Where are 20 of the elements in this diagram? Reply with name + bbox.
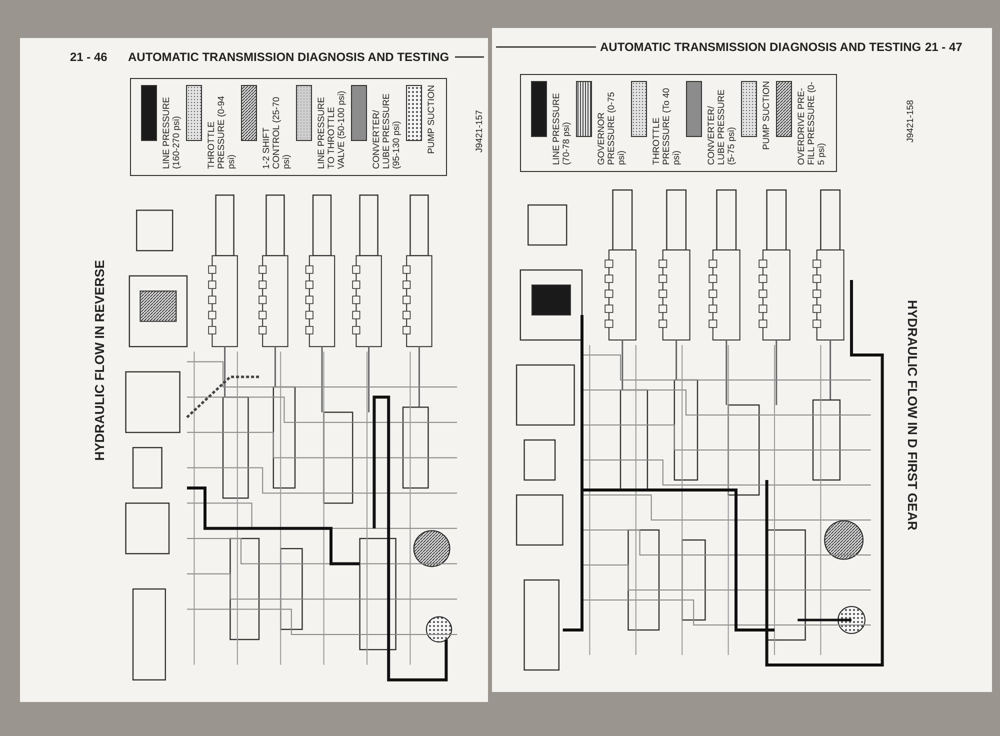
figure-number: J9421-157 bbox=[474, 110, 484, 153]
running-header: AUTOMATIC TRANSMISSION DIAGNOSIS AND TESTING bbox=[600, 40, 922, 54]
legend-text: 1-2 SHIFT CONTROL (25-70 psi) bbox=[261, 96, 291, 169]
figure-title: HYDRAULIC FLOW IN REVERSE bbox=[92, 260, 107, 461]
legend-text: OVERDRIVE PRE-FILL PRESSURE (0-5 psi) bbox=[796, 81, 826, 165]
figure-number: J9421-158 bbox=[905, 100, 915, 143]
figure-title: HYDRAULIC FLOW IN D FIRST GEAR bbox=[905, 300, 920, 530]
page-number: 21 - 47 bbox=[925, 40, 962, 54]
legend-text: LINE PRESSURE TO THROTTLE VALVE (50-100 psi) bbox=[316, 90, 346, 169]
legend-text: LINE PRESSURE (160-270 psi) bbox=[161, 96, 181, 169]
legend-text: CONVERTER/ LUBE PRESSURE (95-130 psi) bbox=[371, 92, 401, 169]
page-number: 21 - 46 bbox=[70, 50, 108, 64]
legend-text: GOVERNOR PRESSURE (0-75 psi) bbox=[596, 90, 626, 165]
running-header: AUTOMATIC TRANSMISSION DIAGNOSIS AND TESTING bbox=[128, 50, 450, 64]
legend-text: PUMP SUCTION bbox=[761, 81, 771, 150]
legend-text: CONVERTER/ LUBE PRESSURE (5-75 psi) bbox=[706, 88, 736, 165]
legend-text: THROTTLE PRESSURE (To 40 psi) bbox=[651, 86, 681, 165]
legend-text: LINE PRESSURE (70-78 psi) bbox=[551, 92, 571, 165]
legend-text: PUMP SUCTION bbox=[426, 85, 436, 154]
legend-text: THROTTLE PRESSURE (0-94 psi) bbox=[206, 94, 236, 169]
